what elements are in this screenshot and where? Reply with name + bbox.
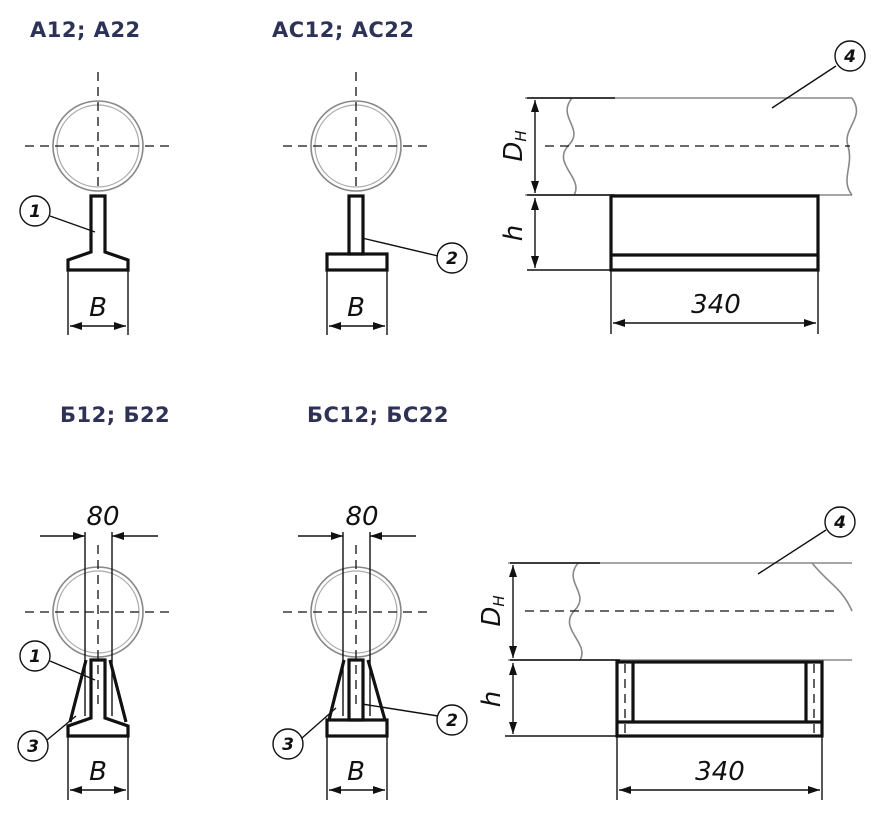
dim-label-b: B — [89, 757, 107, 787]
dim-label-80: 80 — [86, 502, 119, 532]
svg-text:3: 3 — [282, 735, 294, 755]
support-rib-left — [327, 659, 346, 721]
svg-text:1: 1 — [29, 202, 41, 222]
svg-text:2: 2 — [446, 711, 458, 731]
callout-2: 2 — [361, 703, 468, 736]
dim-label-80: 80 — [345, 502, 378, 532]
support-base-plate — [325, 718, 389, 738]
support-rib-right — [108, 659, 128, 723]
dim-label-b: B — [347, 293, 365, 323]
view-b-side: 4 DН h 340 — [477, 506, 856, 800]
svg-text:4: 4 — [843, 47, 856, 67]
callout-2: 2 — [361, 237, 468, 274]
dim-label-340: 340 — [695, 757, 745, 787]
support-body — [609, 194, 820, 272]
title-b12-b22: Б12; Б22 — [60, 403, 171, 427]
support-rib-right — [366, 659, 387, 721]
callout-1: 1 — [19, 195, 96, 233]
dim-label-340: 340 — [691, 290, 741, 320]
svg-text:3: 3 — [27, 737, 39, 757]
support-stem — [347, 194, 365, 256]
callout-4: 4 — [771, 40, 866, 109]
dim-label-h: h — [477, 691, 507, 707]
dim-label-dh: DН — [499, 130, 530, 161]
view-a-side: 4 DН h 340 — [499, 40, 866, 334]
title-bc12-bc22: БС12; БС22 — [307, 403, 449, 427]
callout-4: 4 — [757, 506, 856, 575]
svg-text:4: 4 — [833, 513, 846, 533]
support-t-profile — [66, 194, 130, 272]
view-a12-front: B 1 — [19, 72, 170, 335]
view-bc12-front: 80 B 3 2 — [272, 502, 468, 800]
support-rib-left — [68, 659, 88, 723]
dim-label-b: B — [347, 757, 365, 787]
svg-text:1: 1 — [29, 647, 41, 667]
dim-label-h: h — [499, 225, 529, 241]
dim-label-b: B — [89, 293, 107, 323]
callout-3: 3 — [272, 707, 337, 760]
title-a12-a22: А12; А22 — [30, 18, 141, 42]
support-base-plate — [325, 252, 389, 272]
title-ac12-ac22: АС12; АС22 — [272, 18, 415, 42]
view-ac12-front: B 2 — [283, 72, 468, 335]
callout-3: 3 — [17, 715, 77, 762]
pipe-side — [508, 562, 853, 661]
support-body — [615, 660, 824, 738]
view-b12-front: 80 B 1 3 — [17, 502, 170, 800]
dim-label-dh: DН — [477, 595, 508, 626]
callout-1: 1 — [19, 640, 96, 681]
svg-text:2: 2 — [446, 249, 458, 269]
